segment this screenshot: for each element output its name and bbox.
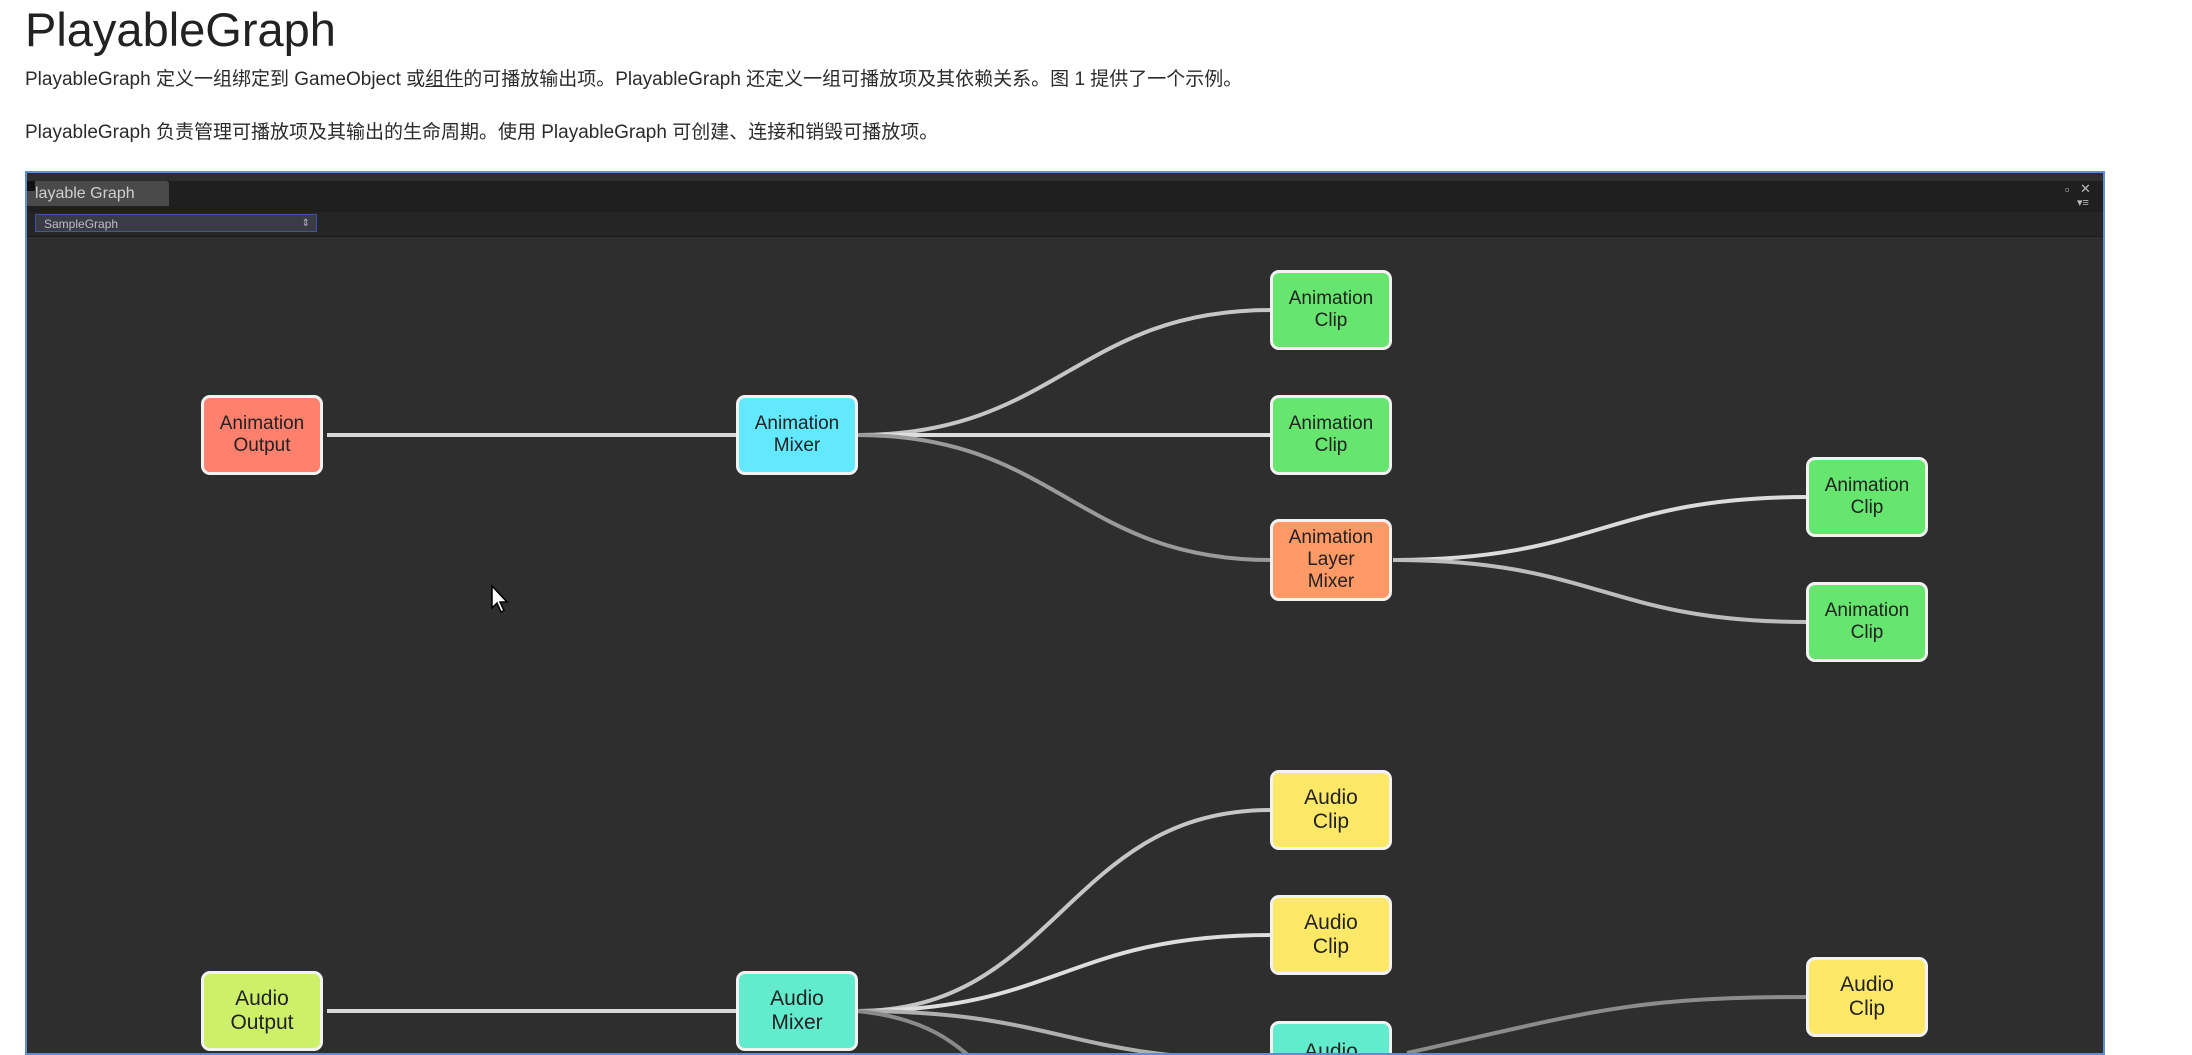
edge-anim-mixer-clip1 [856,308,1272,437]
tab-corner-mark [27,181,35,191]
restore-icon[interactable]: ▫ [2065,182,2070,197]
edge-audio-mixer-offscreen [856,1009,969,1053]
intro-paragraph: PlayableGraph 定义一组绑定到 GameObject 或组件的可播放… [25,67,1242,93]
close-icon[interactable]: ✕ [2080,181,2091,196]
audio-clip-node-2[interactable]: Audio Clip [1270,895,1392,975]
edge-layer-clip3 [1392,495,1808,562]
edge-audio-mixer-clip1 [856,808,1272,1013]
graph-select-dropdown[interactable]: SampleGraph ⇕ [35,214,317,232]
edge-layer-clip4 [1392,558,1808,624]
edge-audio-mixer-clip2 [856,933,1272,1013]
graph-select-value: SampleGraph [44,217,119,231]
edge-audio-mixer-clip3 [856,1009,1171,1053]
intro-text-end: 的可播放输出项。PlayableGraph 还定义一组可播放项及其依赖关系。图 … [463,69,1243,90]
window-menu-icon[interactable]: ▾≡ [2077,197,2089,209]
playable-graph-tab[interactable]: layable Graph [27,181,169,206]
playable-graph-figure: layable Graph ▫ ✕ ▾≡ SampleGraph ⇕ Anima… [25,171,2105,1055]
graph-edges [327,308,1808,1053]
component-link[interactable]: 组件 [425,69,464,90]
edge-audio-clip3-clip4 [1406,995,1808,1053]
page-title: PlayableGraph [25,3,336,56]
audio-clip-node-1[interactable]: Audio Clip [1270,770,1392,850]
animation-mixer-node[interactable]: Animation Mixer [736,395,858,475]
animation-clip-node-2[interactable]: Animation Clip [1270,395,1392,475]
audio-output-node[interactable]: Audio Output [201,971,323,1051]
animation-clip-node-4[interactable]: Animation Clip [1806,582,1928,662]
audio-mixer-node[interactable]: Audio Mixer [736,971,858,1051]
mouse-cursor-icon [491,584,509,614]
tab-title: layable Graph [35,185,135,202]
animation-clip-node-3[interactable]: Animation Clip [1806,457,1928,537]
lifecycle-paragraph: PlayableGraph 负责管理可播放项及其输出的生命周期。使用 Playa… [25,122,939,143]
dropdown-arrow-icon: ⇕ [301,218,310,229]
animation-layer-mixer-node[interactable]: Animation Layer Mixer [1270,519,1392,601]
window-titlebar: layable Graph ▫ ✕ ▾≡ [27,181,2103,212]
animation-output-node[interactable]: Animation Output [201,395,323,475]
edge-anim-mixer-layer [856,433,1272,562]
intro-text-start: PlayableGraph 定义一组绑定到 GameObject 或 [25,69,426,90]
audio-clip-node-3[interactable]: Audio [1270,1021,1392,1053]
graph-toolbar: SampleGraph ⇕ [27,212,2103,237]
audio-clip-node-4[interactable]: Audio Clip [1806,957,1928,1037]
animation-clip-node-1[interactable]: Animation Clip [1270,270,1392,350]
